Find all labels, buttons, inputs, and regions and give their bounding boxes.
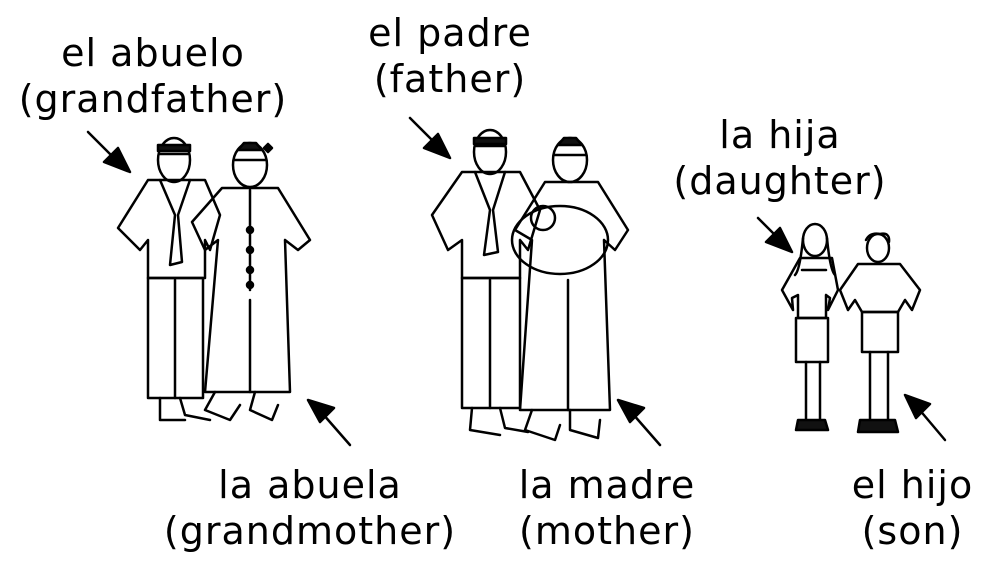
label-abuela: la abuela (grandmother) — [160, 462, 460, 554]
label-hijo: el hijo (son) — [845, 462, 980, 554]
son-figure — [838, 232, 922, 434]
label-hijo-spanish: el hijo — [851, 463, 974, 507]
baby-bundle — [510, 204, 610, 276]
grandmother-figure — [190, 141, 312, 422]
arrow-to-abuelo — [86, 130, 132, 174]
grandfather-figure — [116, 136, 222, 422]
label-madre: la madre (mother) — [512, 462, 702, 554]
arrow-to-abuela — [306, 398, 352, 447]
label-madre-spanish: la madre — [518, 463, 696, 507]
arrow-to-hija — [756, 216, 794, 254]
label-padre-spanish: el padre — [368, 11, 532, 55]
label-abuela-english: (grandmother) — [163, 509, 457, 553]
arrow-to-padre — [408, 116, 452, 160]
label-abuelo-english: (grandfather) — [18, 77, 288, 121]
label-hija-english: (daughter) — [673, 159, 887, 203]
daughter-figure — [780, 222, 840, 432]
label-madre-english: (mother) — [519, 509, 695, 553]
arrow-to-madre — [616, 398, 662, 447]
father-figure — [430, 128, 542, 437]
label-padre-english: (father) — [373, 57, 527, 101]
label-hijo-english: (son) — [861, 509, 964, 553]
mother-figure — [510, 136, 630, 442]
label-padre: el padre (father) — [350, 10, 550, 102]
label-abuelo: el abuelo (grandfather) — [8, 30, 298, 122]
label-hija: la hija (daughter) — [670, 112, 890, 204]
label-abuelo-spanish: el abuelo — [61, 31, 245, 75]
label-hija-spanish: la hija — [719, 113, 841, 157]
arrow-to-hijo — [903, 393, 947, 442]
label-abuela-spanish: la abuela — [218, 463, 402, 507]
